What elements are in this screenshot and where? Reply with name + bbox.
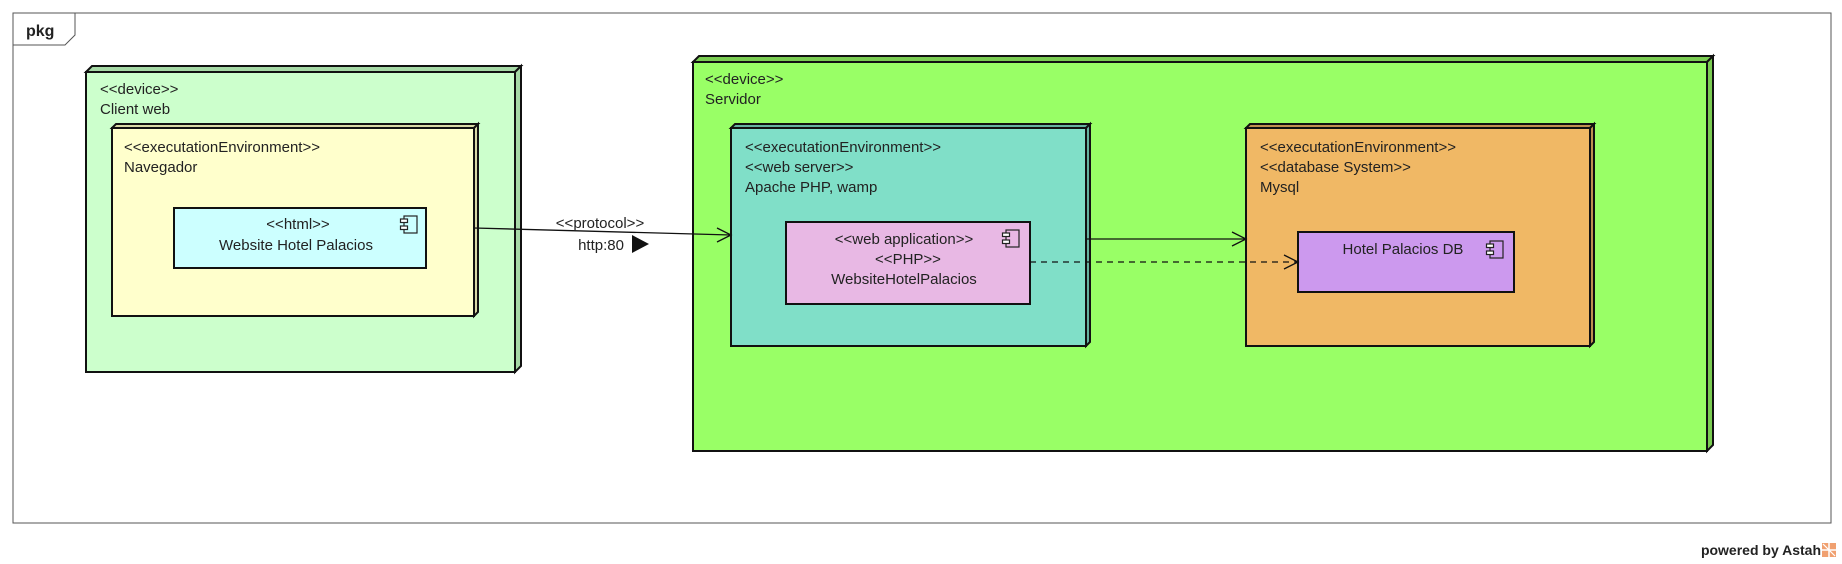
package-label: pkg (26, 23, 54, 40)
open-arrowhead (716, 227, 733, 243)
webapp-component-body (785, 221, 1031, 305)
open-arrowhead (1231, 231, 1248, 247)
webserver-stereotype: <<web server>> (745, 159, 854, 176)
website-component-name: Website Hotel Palacios (219, 237, 373, 254)
db-component[interactable]: Hotel Palacios DB (1297, 231, 1515, 293)
protocol-name: http:80 (578, 237, 624, 254)
browser-environment-name: Navegador (124, 159, 197, 176)
webserver-environment-name: Apache PHP, wamp (745, 179, 877, 196)
webapp-to-db-dependency[interactable] (1030, 254, 1300, 270)
open-arrowhead (1283, 254, 1300, 270)
watermark-text: powered by Astah (1701, 542, 1821, 558)
database-system-stereotype: <<database System>> (1260, 159, 1411, 176)
website-component-stereotype: <<html>> (266, 216, 330, 233)
client-web-stereotype: <<device>> (100, 81, 179, 98)
server-node-name: Servidor (705, 91, 761, 108)
website-component-body (173, 207, 427, 269)
browser-environment-stereotype: <<executationEnvironment>> (124, 139, 320, 156)
protocol-connector[interactable]: <<protocol>> http:80 (473, 215, 733, 254)
astah-watermark: powered by Astah (1701, 542, 1836, 558)
astah-logo-icon (1822, 543, 1836, 557)
db-component-name: Hotel Palacios DB (1343, 241, 1464, 258)
webserver-to-database-connector[interactable] (1086, 231, 1248, 247)
database-environment-name: Mysql (1260, 179, 1299, 196)
website-component[interactable]: <<html>> Website Hotel Palacios (173, 207, 427, 269)
webapp-stereotype: <<web application>> (835, 231, 974, 248)
server-node-stereotype: <<device>> (705, 71, 784, 88)
database-environment-stereotype: <<executationEnvironment>> (1260, 139, 1456, 156)
webserver-environment-stereotype: <<executationEnvironment>> (745, 139, 941, 156)
webapp-component[interactable]: <<web application>> <<PHP>> WebsiteHotel… (785, 221, 1031, 305)
direction-triangle-icon (632, 235, 649, 253)
webapp-php-stereotype: <<PHP>> (875, 251, 941, 268)
protocol-stereotype: <<protocol>> (556, 215, 645, 232)
client-web-name: Client web (100, 101, 170, 118)
webapp-component-name: WebsiteHotelPalacios (831, 271, 977, 288)
